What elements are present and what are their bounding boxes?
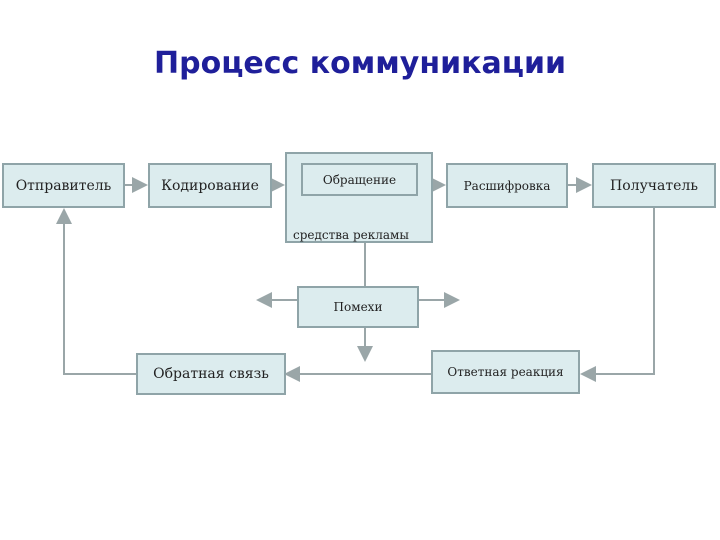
receiver-box: Получатель (592, 163, 716, 208)
encoding-box: Кодирование (148, 163, 272, 208)
message-label: Обращение (322, 172, 397, 187)
message-box: Обращение (301, 163, 418, 196)
sender-label: Отправитель (15, 177, 112, 194)
response-box: Ответная реакция (431, 350, 580, 394)
encoding-label: Кодирование (161, 177, 259, 194)
media-label: средства рекламы (293, 228, 409, 242)
receiver-label: Получатель (610, 177, 698, 194)
feedback-box: Обратная связь (136, 353, 286, 395)
sender-box: Отправитель (2, 163, 125, 208)
noise-box: Помехи (297, 286, 419, 328)
decoding-box: Расшифровка (446, 163, 568, 208)
page-title: Процесс коммуникации (154, 46, 566, 81)
feedback-label: Обратная связь (153, 366, 269, 382)
arrow-receiver-response (580, 207, 655, 382)
decoding-label: Расшифровка (463, 178, 551, 193)
arrow-feedback-sender (56, 208, 136, 375)
noise-label: Помехи (333, 300, 383, 314)
response-label: Ответная реакция (447, 365, 564, 379)
